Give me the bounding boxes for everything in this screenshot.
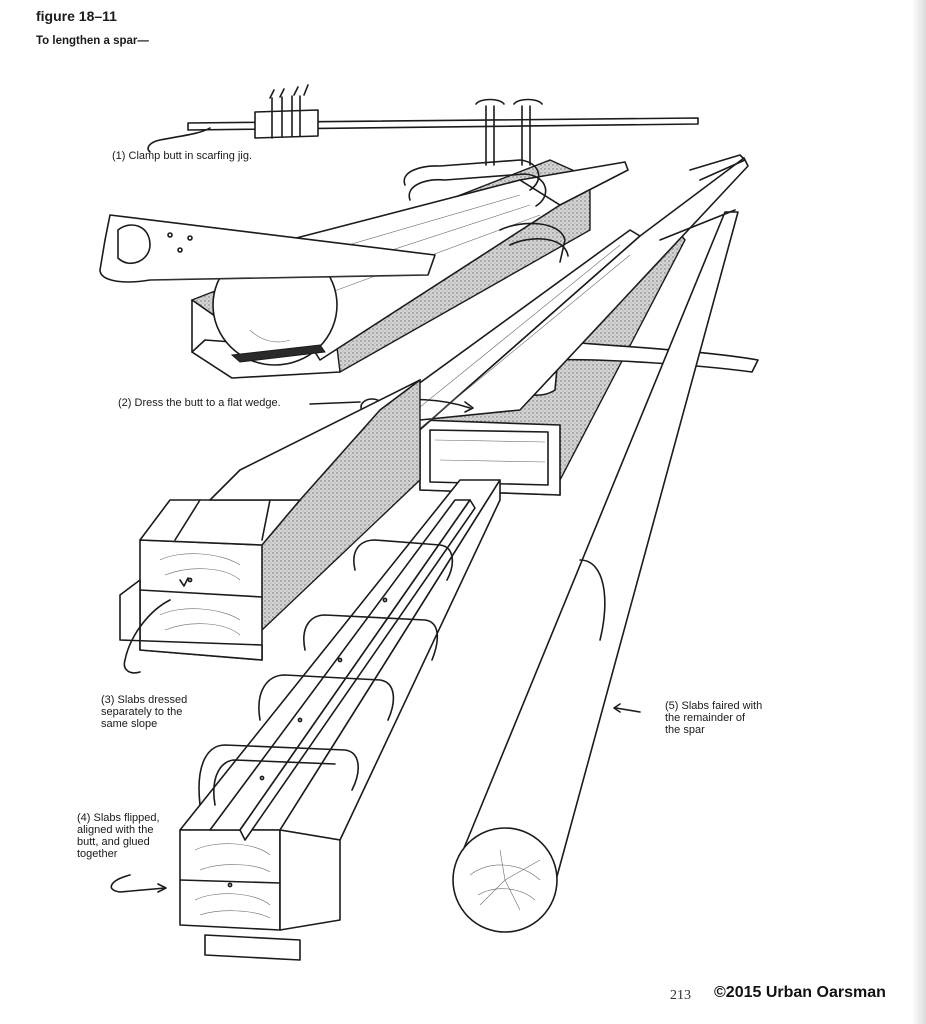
step-3-caption: (3) Slabs dressed separately to the same… xyxy=(101,694,188,730)
figure-label: figure 18–11 xyxy=(36,8,117,24)
clamp-uprights xyxy=(475,98,543,166)
figure-subtitle: To lengthen a spar— xyxy=(36,35,149,47)
faired-spar xyxy=(452,211,739,933)
step-1-caption: (1) Clamp butt in scarfing jig. xyxy=(112,150,252,162)
page-edge-shadow xyxy=(912,0,926,1024)
copyright-notice: ©2015 Urban Oarsman xyxy=(714,984,886,1001)
step-5-caption: (5) Slabs faired with the remainder of t… xyxy=(665,700,763,736)
step-2-caption: (2) Dress the butt to a flat wedge. xyxy=(118,397,281,409)
slab-jig-block xyxy=(119,378,421,674)
scarfing-jig-with-butt xyxy=(99,159,629,379)
clamp-rod-drawing xyxy=(147,84,699,153)
glued-slabs-with-clamps xyxy=(110,479,501,961)
step-4-caption: (4) Slabs flipped, aligned with the butt… xyxy=(77,812,160,860)
page-number: 213 xyxy=(670,988,691,1003)
spar-rods xyxy=(659,154,746,241)
